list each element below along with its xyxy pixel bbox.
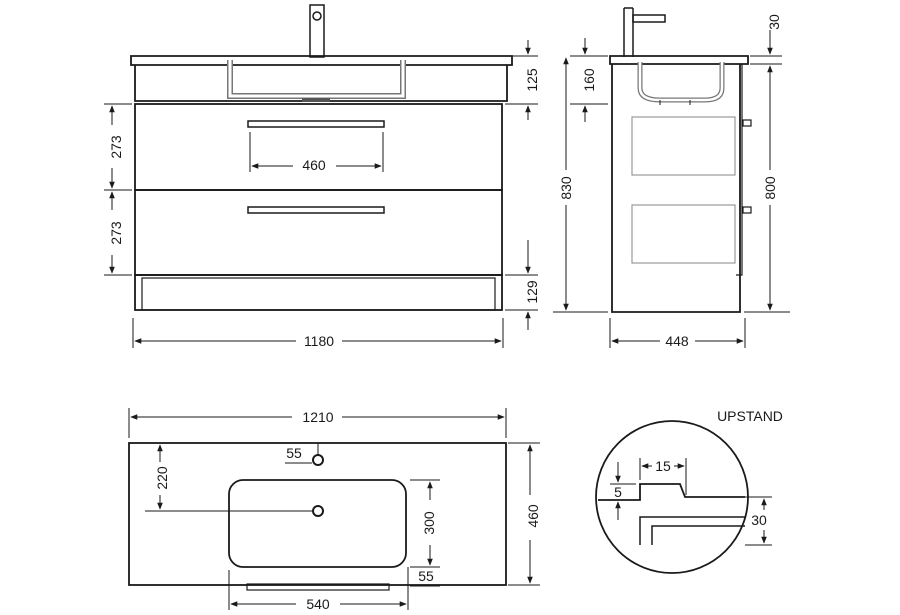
- dim-129: 129: [524, 280, 540, 304]
- dim-55-bottom: 55: [418, 568, 434, 584]
- dim-160: 160: [581, 68, 597, 92]
- dim-30-top: 30: [766, 14, 782, 30]
- dim-30-upstand: 30: [751, 512, 767, 528]
- dim-273-top: 273: [108, 135, 124, 159]
- dim-1210: 1210: [302, 409, 333, 425]
- tap-icon: [309, 4, 325, 58]
- dim-5: 5: [614, 484, 622, 500]
- drawer-top: [134, 103, 503, 191]
- dim-540: 540: [306, 596, 330, 612]
- dim-1180: 1180: [304, 333, 334, 349]
- dim-55-top: 55: [286, 445, 302, 461]
- dim-125: 125: [524, 68, 540, 92]
- upstand-detail: [595, 420, 772, 574]
- dim-800: 800: [762, 176, 778, 200]
- basin-outline: [228, 479, 407, 568]
- basin-top-outline: [130, 55, 513, 66]
- drawer-bottom: [134, 189, 503, 276]
- dim-300: 300: [421, 511, 437, 535]
- tap-hole-icon: [312, 454, 324, 466]
- dim-460-handle: 460: [302, 157, 326, 173]
- dim-460-depth: 460: [525, 504, 541, 528]
- front-view: [104, 4, 538, 348]
- dim-220: 220: [154, 466, 170, 490]
- dim-15: 15: [655, 458, 671, 474]
- waste-hole-icon: [312, 505, 324, 517]
- dim-830: 830: [558, 176, 574, 200]
- plinth: [134, 274, 503, 311]
- drawer-handle-top: [247, 120, 385, 128]
- side-tap-icon: [623, 7, 634, 57]
- dim-448: 448: [665, 333, 689, 349]
- side-cabinet: [611, 64, 741, 313]
- top-view: [128, 408, 540, 610]
- upstand-title: UPSTAND: [717, 408, 783, 424]
- drawer-handle-bottom: [247, 206, 385, 214]
- side-view: [553, 7, 790, 348]
- dim-273-bottom: 273: [108, 221, 124, 245]
